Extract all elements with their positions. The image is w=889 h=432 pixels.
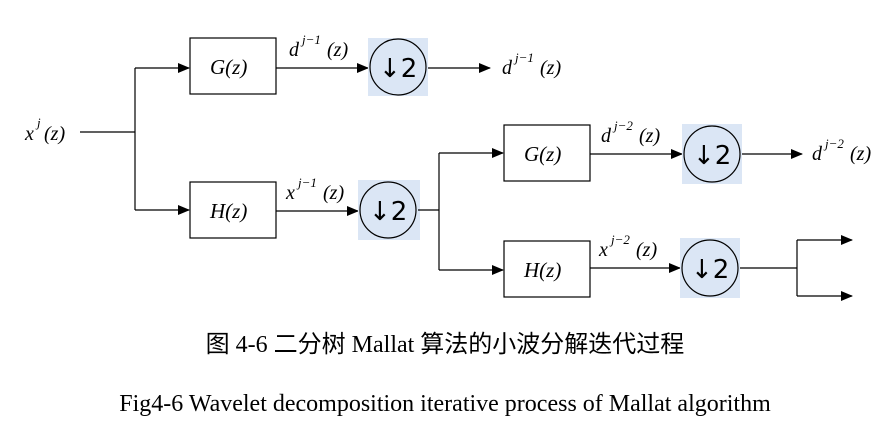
downsampler-2: ↓2: [358, 180, 420, 240]
svg-text:↓2: ↓2: [379, 54, 417, 84]
input-sup: j: [35, 115, 41, 130]
d-j2-label-top: d j−2 (z): [601, 118, 660, 147]
svg-text:x: x: [285, 182, 295, 204]
caption-english: Fig4-6 Wavelet decomposition iterative p…: [119, 391, 771, 417]
svg-text:(z): (z): [327, 39, 348, 61]
input-z: (z): [44, 123, 65, 145]
h-filter-box-1: [189, 181, 277, 239]
downsampler-4: ↓2: [680, 238, 740, 298]
h-filter-label-1: H(z): [209, 199, 247, 223]
h-filter-box-2: [503, 240, 591, 298]
input-split-lines: [80, 63, 190, 215]
svg-text:↓2: ↓2: [369, 197, 407, 227]
svg-text:x: x: [598, 239, 608, 261]
svg-text:(z): (z): [540, 57, 561, 79]
x-j1-label: x j−1 (z): [285, 175, 344, 204]
input-x: x: [24, 123, 34, 145]
svg-text:(z): (z): [639, 125, 660, 147]
d-j1-output-label: d j−1 (z): [502, 50, 561, 79]
svg-text:d: d: [601, 125, 612, 147]
svg-text:j−1: j−1: [296, 175, 317, 190]
svg-text:d: d: [812, 143, 823, 165]
split-2-lines: [418, 148, 504, 275]
svg-text:j−2: j−2: [609, 232, 630, 247]
caption-chinese: 图 4-6 二分树 Mallat 算法的小波分解迭代过程: [206, 331, 685, 358]
svg-text:↓2: ↓2: [691, 255, 729, 285]
svg-text:d: d: [289, 39, 300, 61]
svg-text:↓2: ↓2: [693, 141, 731, 171]
svg-text:(z): (z): [323, 182, 344, 204]
g-filter-label-1: G(z): [210, 55, 247, 79]
split-3-lines: [740, 235, 853, 301]
g-filter-box-2: [503, 124, 591, 182]
svg-text:j−1: j−1: [300, 32, 321, 47]
svg-text:d: d: [502, 57, 513, 79]
svg-text:(z): (z): [636, 239, 657, 261]
svg-text:j−2: j−2: [612, 118, 633, 133]
input-signal-label: x j (z): [24, 115, 65, 145]
svg-text:(z): (z): [850, 143, 871, 165]
svg-text:j−2: j−2: [823, 136, 844, 151]
downsampler-1: ↓2: [368, 38, 428, 96]
d-j1-label-top: d j−1 (z): [289, 32, 348, 61]
downsampler-3: ↓2: [682, 124, 742, 184]
g-filter-label-2: G(z): [524, 142, 561, 166]
h-filter-label-2: H(z): [523, 258, 561, 282]
svg-text:j−1: j−1: [513, 50, 534, 65]
d-j2-output-label: d j−2 (z): [812, 136, 871, 165]
x-j2-label: x j−2 (z): [598, 232, 657, 261]
g-filter-box-1: [189, 37, 277, 95]
